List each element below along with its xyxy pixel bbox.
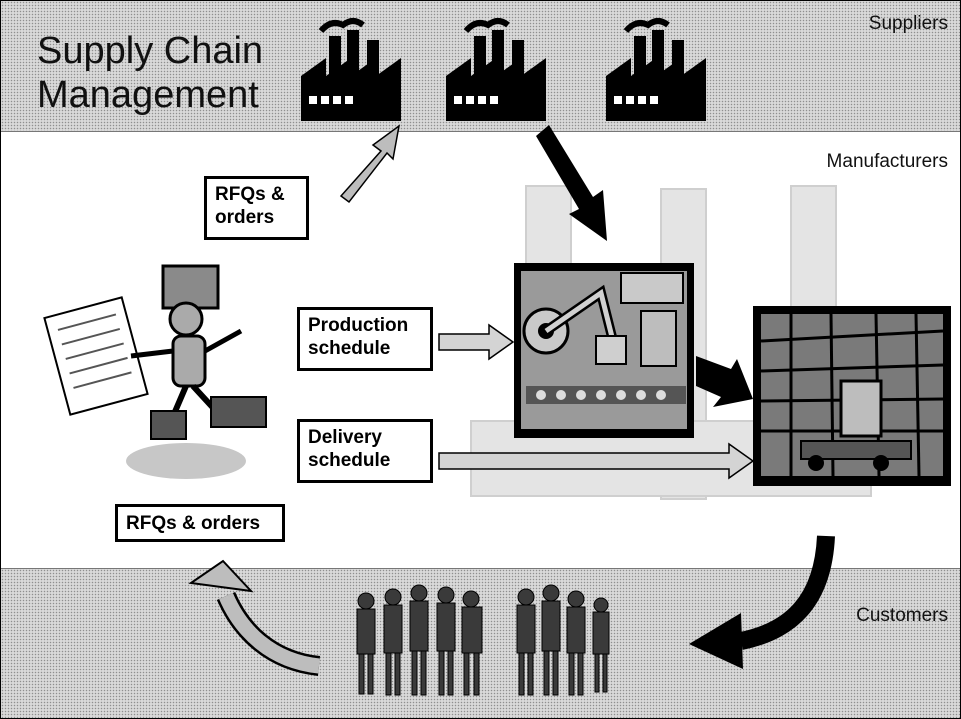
rfqs-curved-arrow — [188, 559, 321, 676]
delivery-line-1: Delivery — [308, 427, 382, 448]
production-machine-icon — [514, 263, 694, 438]
rfqs-orders-top-box: RFQs & orders — [204, 176, 309, 240]
production-schedule-arrow — [438, 323, 515, 361]
title-line-1: Supply Chain — [37, 30, 264, 72]
factory-icon-2 — [446, 18, 546, 121]
customers-band — [1, 568, 960, 718]
supply-down-arrow — [536, 125, 607, 241]
customers-label: Customers — [856, 605, 948, 626]
rfqs-up-arrow — [339, 124, 401, 204]
delivery-curved-arrow — [689, 535, 835, 669]
delivery-line-2: schedule — [308, 450, 391, 471]
manufacturers-label: Manufacturers — [826, 151, 948, 172]
robot-agent-icon — [43, 264, 267, 479]
warehouse-icon — [753, 306, 951, 486]
rfqs-top-line-1: RFQs & — [215, 184, 285, 205]
production-line-2: schedule — [308, 338, 391, 359]
factory-icon-3 — [606, 18, 706, 121]
title-line-2: Management — [37, 74, 259, 116]
suppliers-label: Suppliers — [868, 13, 948, 34]
rfqs-top-line-2: orders — [215, 207, 275, 228]
delivery-schedule-box: Delivery schedule — [297, 419, 433, 483]
customers-crowd-icon — [356, 584, 610, 696]
page-title: Supply Chain Management — [37, 29, 263, 117]
factory-icon-1 — [301, 18, 401, 121]
rfqs-orders-bottom-box: RFQs & orders — [115, 504, 285, 542]
production-schedule-box: Production schedule — [297, 307, 433, 371]
production-line-1: Production — [308, 315, 409, 336]
production-to-warehouse-arrow — [696, 356, 753, 407]
delivery-schedule-arrow — [438, 442, 755, 480]
